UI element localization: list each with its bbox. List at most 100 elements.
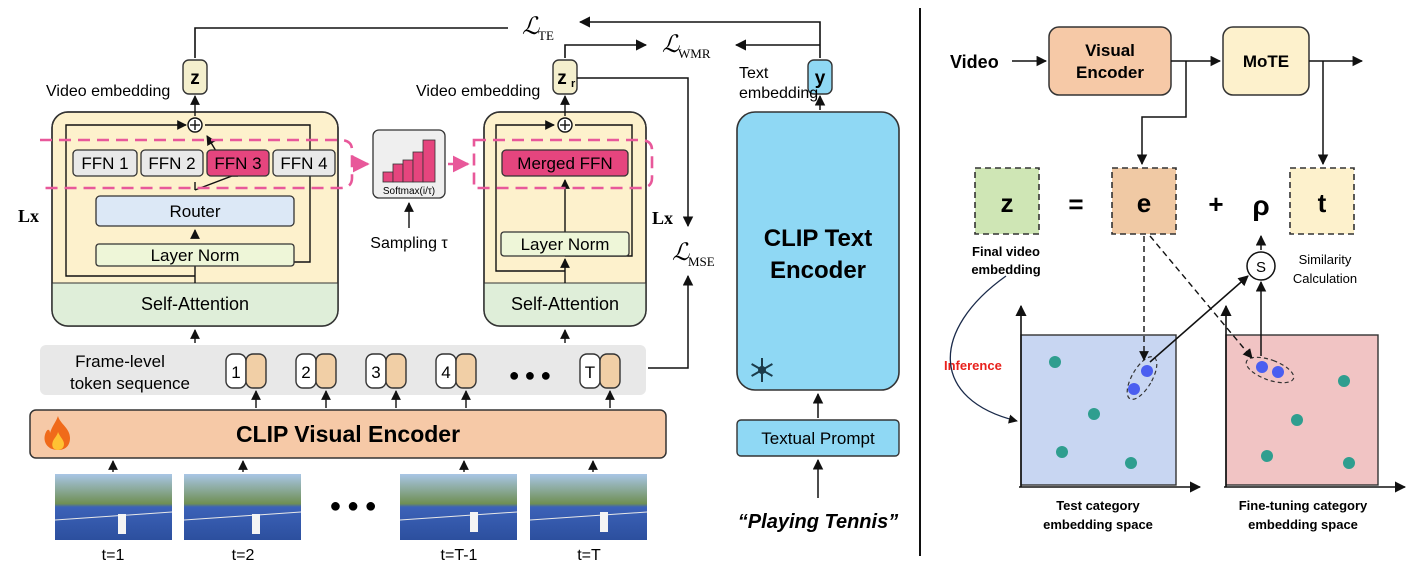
frame-label-1: t=1 [102, 547, 125, 564]
token-up-arrows [190, 329, 615, 408]
finetune-space-label-2: embedding space [1248, 517, 1358, 532]
softmax-bars [382, 139, 436, 183]
clip-text-encoder [736, 111, 900, 391]
frame-label-3: t=T-1 [441, 547, 478, 564]
e-box-label: e [1137, 188, 1151, 218]
loss-wmr-connector [564, 39, 820, 58]
test-space [1020, 334, 1177, 486]
video-input-label: Video [950, 52, 999, 72]
ffn-box-4 [272, 149, 336, 177]
video-frame-1 [54, 474, 173, 540]
ffn-box-1 [72, 149, 138, 177]
test-space-points [1049, 356, 1137, 469]
lx-label-2: Lx [652, 208, 673, 228]
text-embedding-label-1: Text [739, 65, 769, 82]
similarity-label-2: Calculation [1293, 271, 1357, 286]
sampling-label: Sampling τ [370, 235, 448, 252]
token-T: T [579, 353, 621, 389]
video-frame-4 [529, 474, 648, 540]
layer-norm-label-2: Layer Norm [521, 235, 610, 254]
test-space-axes [1015, 304, 1202, 493]
token-1: 1 [225, 353, 267, 389]
snowflake-icon [751, 358, 773, 382]
ffn-label-2: FFN 2 [148, 154, 195, 173]
frame-label-4: t=T [577, 547, 601, 564]
token-sequence-band [40, 345, 646, 395]
merged-dashed-group [472, 138, 654, 190]
similarity-node [1246, 251, 1276, 281]
video-embedding-label-1: Video embedding [46, 83, 170, 100]
equals-sign: = [1068, 189, 1083, 219]
token-dots: ● ● ● [509, 365, 552, 385]
textual-prompt-label: Textual Prompt [761, 429, 875, 448]
final-video-label-1: Final video [972, 244, 1040, 259]
test-cluster [1126, 356, 1158, 400]
similarity-label-1: Similarity [1299, 252, 1352, 267]
inference-arrow [949, 275, 1018, 424]
frame-arrows [108, 460, 598, 472]
t-box-label: t [1318, 188, 1327, 218]
zr-token-sub: r [571, 78, 576, 90]
mote-label: MoTE [1243, 52, 1289, 71]
ffn-label-1: FFN 1 [81, 154, 128, 173]
finetune-space-label-1: Fine-tuning category [1239, 498, 1368, 513]
token-3: 3 [365, 353, 407, 389]
token-label-1: 1 [231, 363, 240, 382]
layer-norm-box-1 [95, 243, 295, 267]
loss-mse-label: ℒ [672, 240, 690, 266]
token-label-4: 4 [441, 363, 450, 382]
ffn-label-4: FFN 4 [280, 154, 327, 173]
visual-encoder-label-1: Visual [1085, 41, 1135, 60]
loss-te-label: ℒ [522, 14, 540, 40]
token-label-2: 2 [301, 363, 310, 382]
z-token [182, 59, 208, 95]
clip-visual-label: CLIP Visual Encoder [236, 421, 460, 447]
self-attention-label-2: Self-Attention [511, 294, 619, 314]
router-box [95, 195, 295, 227]
video-frame-3 [399, 474, 518, 540]
loss-mse-sub: MSE [688, 254, 715, 269]
finetune-space-points [1261, 375, 1355, 469]
fire-icon [44, 416, 70, 450]
frame-level-label-2: token sequence [70, 374, 190, 393]
zr-token [552, 59, 578, 95]
z-box [974, 167, 1040, 235]
frame-level-label-1: Frame-level [75, 352, 165, 371]
y-token [807, 59, 833, 95]
mse-arrow-top [577, 77, 694, 228]
encoder-to-e-arrow [1136, 61, 1187, 166]
ffn-box-3 [206, 149, 270, 177]
layer-norm-box-2 [500, 231, 630, 257]
test-space-label-1: Test category [1056, 498, 1140, 513]
clip-text-label-1: CLIP Text [764, 225, 872, 252]
textual-prompt-box [736, 419, 900, 457]
layer-norm-label-1: Layer Norm [151, 246, 240, 265]
y-token-label: y [815, 68, 826, 89]
z-box-label: z [1001, 188, 1014, 218]
self-attention-bg-2 [484, 283, 646, 326]
t-box [1289, 167, 1355, 235]
loss-te-connector [194, 16, 821, 58]
clip-text-label-2: Encoder [770, 257, 866, 284]
text-embedding-label-2: embedding [739, 85, 818, 102]
video-embedding-label-2: Video embedding [416, 83, 540, 100]
finetune-space-axes [1220, 304, 1407, 493]
frame-label-2: t=2 [232, 547, 255, 564]
similarity-node-label: S [1256, 259, 1266, 276]
zr-token-label: z [557, 68, 567, 89]
token-4: 4 [435, 353, 477, 389]
router-label: Router [169, 202, 220, 221]
mse-arrow-bottom [648, 274, 694, 369]
token-label-3: 3 [371, 363, 380, 382]
loss-te-sub: TE [538, 28, 554, 43]
plus-sign: + [1208, 189, 1223, 219]
test-space-label-2: embedding space [1043, 517, 1153, 532]
prompt-text: “Playing Tennis” [738, 511, 898, 533]
inference-label: Inference [944, 358, 1002, 373]
loss-wmr-label: ℒ [662, 32, 680, 58]
token-2: 2 [295, 353, 337, 389]
finetune-space [1225, 334, 1379, 486]
e-box [1111, 167, 1177, 235]
merged-ffn-box [501, 149, 629, 177]
